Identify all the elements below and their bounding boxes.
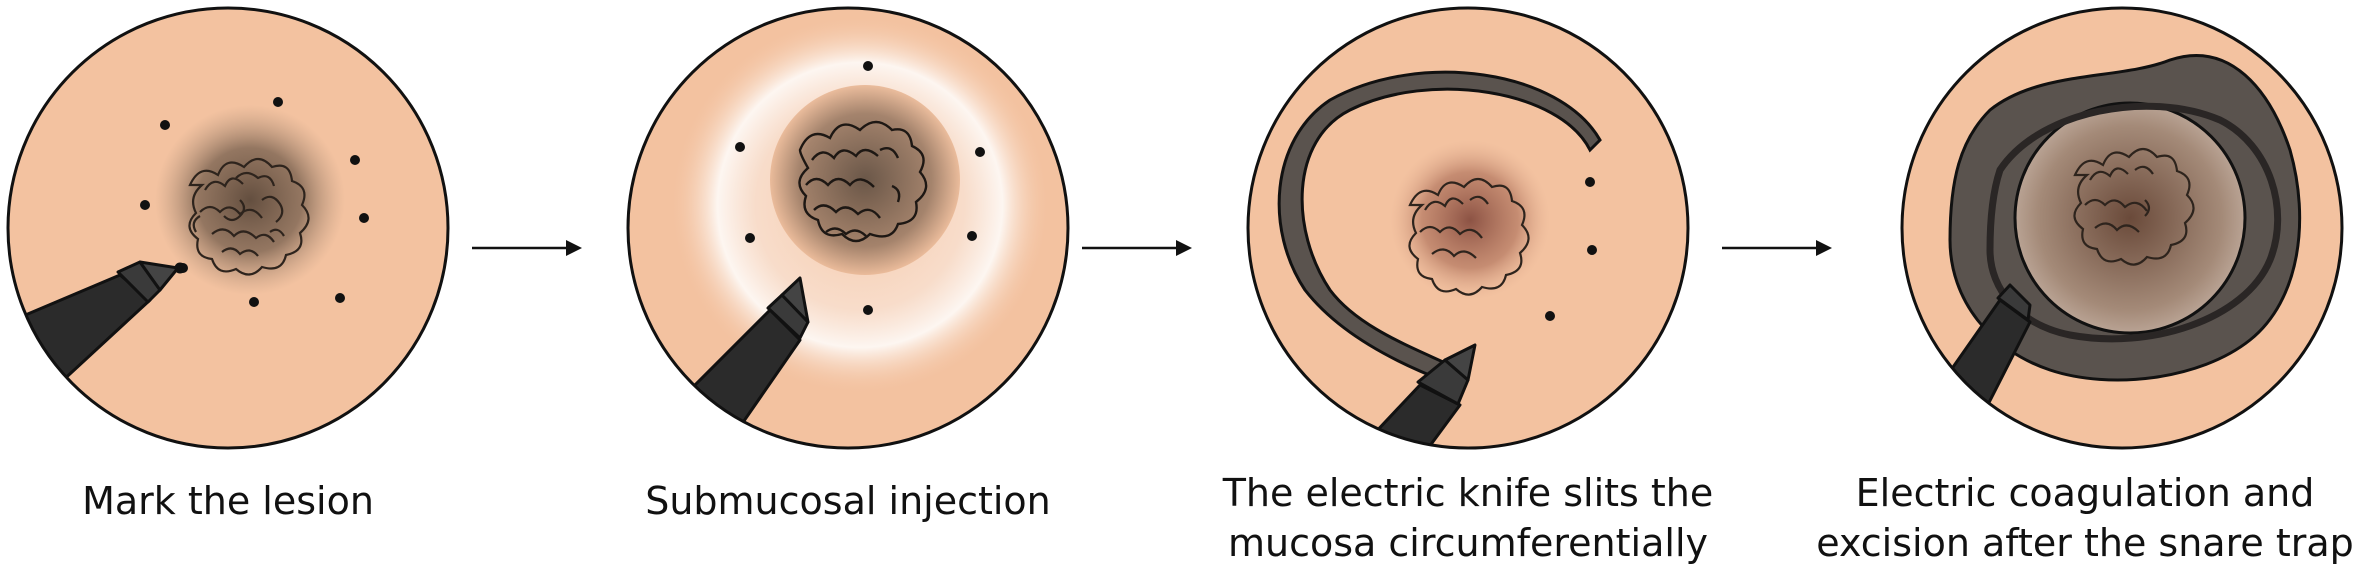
arrow-3	[1722, 240, 1832, 256]
panel-mark-lesion	[6, 6, 450, 450]
lesion-shadow	[1390, 140, 1550, 300]
marking-dots	[1545, 177, 1597, 321]
specimen	[2013, 101, 2247, 335]
arrow-1	[472, 240, 582, 256]
caption-line: excision after the snare trap	[1816, 521, 2354, 565]
lesion	[798, 120, 928, 243]
lesion	[188, 157, 310, 276]
endoscope-view-outline	[6, 6, 450, 450]
endoscope-view-outline	[626, 6, 1070, 450]
caption-line: Electric coagulation and	[1855, 471, 2315, 515]
caption-line: mucosa circumferentially	[1228, 521, 1708, 565]
panel-snare-excision	[1900, 6, 2344, 450]
endoscope-view-outline	[1246, 6, 1690, 450]
endoscope-view-outline	[1900, 6, 2344, 450]
caption-mark-lesion: Mark the lesion	[28, 476, 428, 526]
lesion-shadow	[155, 105, 345, 295]
caption-submucosal-injection: Submucosal injection	[608, 476, 1088, 526]
arrow-2	[1082, 240, 1192, 256]
caption-line: The electric knife slits the	[1222, 471, 1714, 515]
caption-line: Mark the lesion	[82, 479, 374, 523]
panel-knife-incision	[1246, 6, 1690, 450]
panel-submucosal-injection	[626, 6, 1070, 450]
caption-line: Submucosal injection	[645, 479, 1051, 523]
caption-knife-incision: The electric knife slits the mucosa circ…	[1188, 468, 1748, 568]
marking-dots	[735, 61, 985, 315]
lesion	[1408, 177, 1530, 296]
snare-loop	[1986, 102, 2282, 343]
caption-snare-excision: Electric coagulation and excision after …	[1810, 468, 2360, 568]
lesion	[2073, 147, 2195, 266]
